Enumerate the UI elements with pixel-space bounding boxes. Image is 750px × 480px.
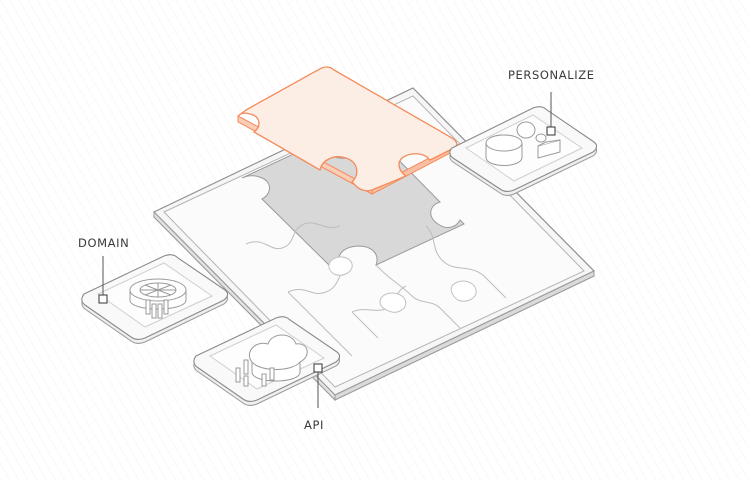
floating-puzzle-piece — [237, 66, 458, 195]
database-icon — [129, 278, 187, 319]
api-tile — [193, 316, 341, 406]
api-label: API — [304, 418, 324, 432]
domain-label: DOMAIN — [78, 236, 130, 250]
domain-callout — [98, 256, 108, 304]
domain-tile — [81, 254, 229, 344]
personalize-label: PERSONALIZE — [508, 68, 595, 82]
api-callout — [313, 363, 323, 408]
users-icon — [485, 121, 561, 166]
cloud-icon — [235, 334, 308, 387]
personalize-callout — [546, 92, 556, 136]
